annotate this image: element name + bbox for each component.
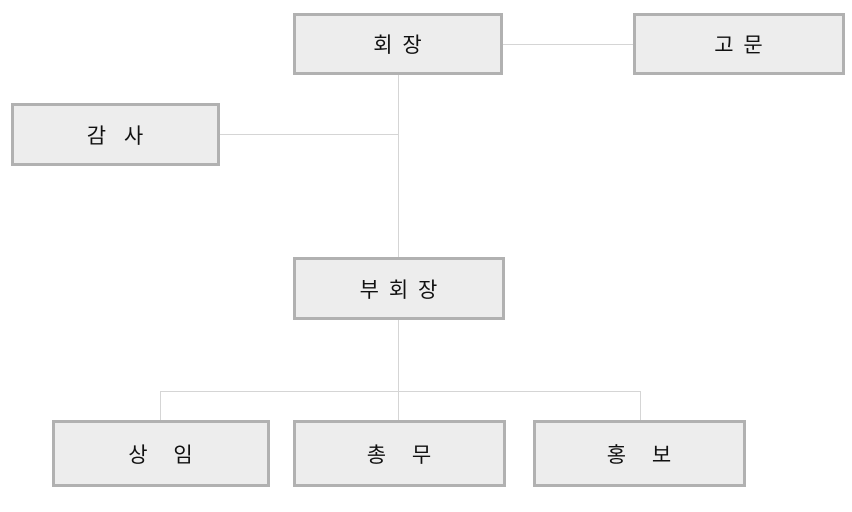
org-node-chairman-label: 회 장 (373, 34, 423, 57)
org-node-standing-label: 상 임 (128, 443, 194, 467)
connector-chairman-to-advisor (503, 44, 633, 45)
connector-drop-general-affairs (398, 391, 399, 420)
org-node-advisor: 고 문 (633, 13, 845, 75)
org-node-chairman: 회 장 (293, 13, 503, 75)
connector-chairman-to-vice-chairman (398, 75, 399, 257)
org-node-general-affairs-label: 총 무 (366, 443, 433, 467)
connector-branch-horizontal (160, 391, 641, 392)
connector-auditor-to-trunk (220, 134, 398, 135)
org-node-vice-chairman: 부 회 장 (293, 257, 505, 320)
org-node-general-affairs: 총 무 (293, 420, 506, 487)
org-node-vice-chairman-label: 부 회 장 (359, 278, 439, 302)
org-node-public-relations: 홍 보 (533, 420, 746, 487)
org-node-auditor: 감 사 (11, 103, 220, 166)
org-node-public-relations-label: 홍 보 (606, 443, 673, 467)
connector-vice-chairman-to-branch (398, 320, 399, 391)
connector-drop-public-relations (640, 391, 641, 420)
org-node-advisor-label: 고 문 (714, 34, 764, 57)
org-node-auditor-label: 감 사 (86, 124, 145, 148)
connector-drop-standing (160, 391, 161, 420)
org-node-standing: 상 임 (52, 420, 270, 487)
